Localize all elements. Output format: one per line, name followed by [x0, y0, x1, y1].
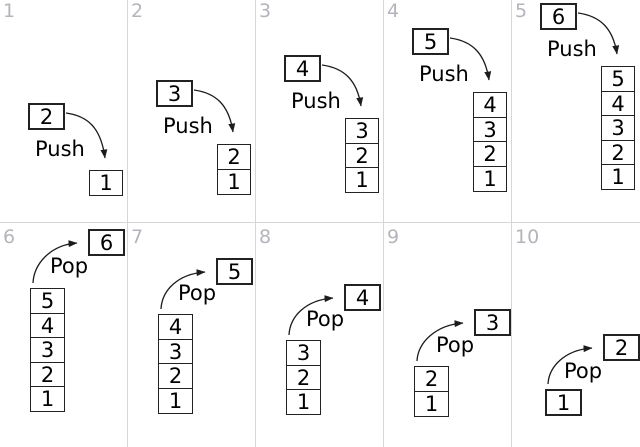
stack-cell: 4 — [158, 314, 193, 340]
op-label: Pop — [306, 307, 345, 331]
stack-cell: 1 — [158, 387, 193, 414]
panel-number: 8 — [259, 226, 272, 248]
op-label: Push — [291, 89, 341, 113]
op-label: Push — [163, 114, 213, 138]
grid-divider — [255, 0, 256, 447]
panel-1: 1 2 Push 1 — [0, 0, 128, 222]
value-box: 2 — [603, 334, 640, 361]
op-label: Push — [547, 37, 597, 61]
stack-cell: 1 — [601, 164, 635, 190]
stack-cell: 5 — [601, 66, 635, 92]
stack-cell: 3 — [345, 118, 379, 144]
value-box: 2 — [28, 103, 65, 130]
grid-divider — [383, 0, 384, 447]
op-label: Push — [35, 137, 85, 161]
stack-cell: 2 — [473, 141, 507, 167]
stack-cell: 1 — [345, 167, 379, 193]
stack-cell: 2 — [30, 361, 65, 388]
value-box: 4 — [284, 55, 321, 82]
panel-number: 9 — [387, 226, 400, 248]
stack-cell: 2 — [217, 144, 251, 170]
stack-cell: 1 — [89, 170, 123, 196]
stack-cell: 3 — [158, 338, 193, 365]
op-label: Push — [419, 62, 469, 86]
stack: 5 4 3 2 1 — [30, 288, 65, 412]
panel-6: 6 6 Pop 5 4 3 2 1 — [0, 222, 128, 447]
panel-number: 7 — [131, 226, 144, 248]
panel-7: 7 5 Pop 4 3 2 1 — [128, 222, 256, 447]
stack-cell: 1 — [545, 389, 582, 416]
stack-cell: 3 — [30, 337, 65, 363]
stack-cell: 1 — [414, 390, 449, 417]
stack-cell: 3 — [286, 340, 321, 366]
value-box: 3 — [474, 309, 511, 336]
panel-2: 2 3 Push 2 1 — [128, 0, 256, 222]
stack-cell: 2 — [601, 139, 635, 166]
stack: 1 — [89, 170, 123, 196]
stack-cell: 2 — [345, 142, 379, 169]
stack: 3 2 1 — [345, 118, 379, 193]
stack-cell: 3 — [601, 115, 635, 141]
panel-number: 4 — [387, 0, 400, 22]
stack-cell: 4 — [601, 90, 635, 117]
panel-3: 3 4 Push 3 2 1 — [256, 0, 384, 222]
stack-cell: 2 — [158, 363, 193, 389]
stack: 4 3 2 1 — [158, 314, 193, 414]
stack: 5 4 3 2 1 — [601, 66, 635, 190]
panel-9: 9 3 Pop 2 1 — [384, 222, 512, 447]
op-label: Pop — [50, 254, 89, 278]
panel-number: 10 — [515, 226, 540, 248]
panel-8: 8 4 Pop 3 2 1 — [256, 222, 384, 447]
panel-number: 2 — [131, 0, 144, 22]
op-label: Pop — [564, 359, 603, 383]
grid-divider — [0, 222, 640, 223]
panel-5: 5 6 Push 5 4 3 2 1 — [512, 0, 640, 222]
stack-cell: 2 — [414, 366, 449, 392]
value-box: 5 — [412, 28, 449, 55]
stack-cell: 3 — [473, 116, 507, 143]
value-box: 5 — [216, 258, 253, 285]
grid-divider — [127, 0, 128, 447]
grid-divider — [511, 0, 512, 447]
stack-cell: 1 — [473, 165, 507, 192]
stack-cell: 2 — [286, 364, 321, 391]
panel-number: 5 — [515, 0, 528, 22]
stack-cell: 1 — [217, 168, 251, 195]
value-box: 4 — [344, 284, 381, 311]
op-label: Pop — [436, 333, 475, 357]
panel-4: 4 5 Push 4 3 2 1 — [384, 0, 512, 222]
stack-cell: 4 — [30, 312, 65, 339]
panel-number: 3 — [259, 0, 272, 22]
op-label: Pop — [178, 281, 217, 305]
stack: 4 3 2 1 — [473, 92, 507, 192]
value-box: 3 — [156, 80, 193, 107]
stack: 2 1 — [414, 366, 449, 417]
stack: 3 2 1 — [286, 340, 321, 415]
value-box: 6 — [540, 3, 577, 30]
panel-number: 6 — [3, 226, 16, 248]
stack-cell: 1 — [30, 386, 65, 412]
stack-cell: 1 — [286, 389, 321, 415]
panel-10: 10 2 Pop 1 — [512, 222, 640, 447]
stack-cell: 4 — [473, 92, 507, 118]
value-box: 6 — [88, 229, 125, 256]
panel-number: 1 — [3, 0, 16, 22]
stack: 2 1 — [217, 144, 251, 195]
stack-cell: 5 — [30, 288, 65, 314]
